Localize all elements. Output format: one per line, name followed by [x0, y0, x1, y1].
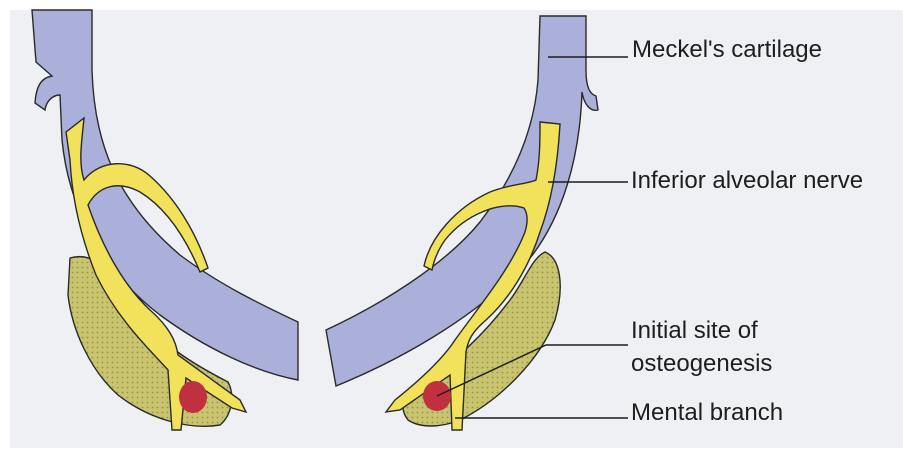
label-mental-branch: Mental branch [631, 396, 783, 429]
ossification-center-left [179, 381, 207, 413]
label-meckels-cartilage: Meckel's cartilage [632, 33, 822, 66]
label-inferior-alveolar-nerve: Inferior alveolar nerve [631, 164, 863, 197]
label-initial-site-of-osteogenesis: Initial site of osteogenesis [631, 314, 891, 380]
